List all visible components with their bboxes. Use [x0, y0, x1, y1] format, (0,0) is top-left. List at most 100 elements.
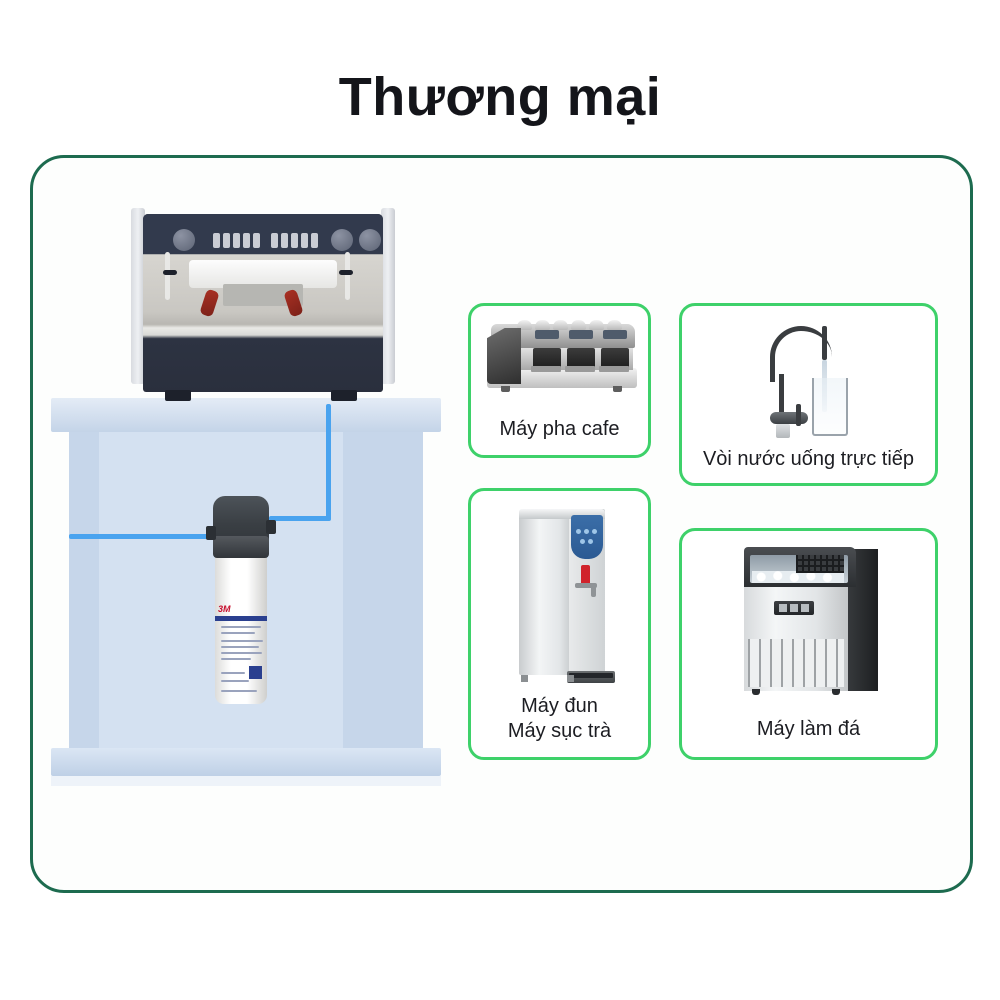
filter-label-text	[221, 658, 251, 660]
card-ice[interactable]: Máy làm đá	[679, 528, 938, 760]
card-cafe[interactable]: Máy pha cafe	[468, 303, 651, 458]
3m-water-filter-cartridge: 3M	[201, 496, 279, 708]
card-cafe-label: Máy pha cafe	[499, 418, 620, 440]
espresso-center-plate	[223, 284, 303, 306]
installation-illustration: 3M	[41, 198, 461, 858]
card-boiler-label-line2: Máy sục trà	[507, 720, 612, 742]
card-boiler-label: Máy đun Máy sục trà	[471, 694, 648, 744]
cafe-display	[535, 330, 559, 339]
espresso-button	[243, 233, 250, 248]
boiler-body	[519, 515, 577, 675]
card-faucet[interactable]: Vòi nước uống trực tiếp	[679, 303, 938, 486]
ice-control-segment	[801, 604, 809, 612]
boiler-tap-spout	[591, 585, 596, 597]
espresso-side-panel-right	[381, 208, 395, 384]
filter-label-text	[221, 646, 259, 648]
cafe-drip-tray	[531, 366, 561, 372]
espresso-foot-right	[331, 390, 357, 401]
filter-label-text	[221, 672, 245, 674]
ice-machine-control-panel	[774, 601, 814, 615]
card-boiler[interactable]: Máy đun Máy sục trà	[468, 488, 651, 760]
cafe-cup	[607, 320, 622, 330]
espresso-button-group-left	[211, 214, 263, 254]
espresso-hotwater-knob	[359, 229, 381, 251]
card-faucet-label: Vòi nước uống trực tiếp	[702, 448, 915, 470]
filter-inlet-port	[206, 526, 216, 540]
ice-machine-foot	[752, 689, 760, 695]
espresso-button	[281, 233, 288, 248]
espresso-button-group-right	[263, 214, 318, 254]
ice-machine-foot	[832, 689, 840, 695]
espresso-button	[291, 233, 298, 248]
boiler-red-marker	[581, 565, 590, 587]
boiler-top-cap	[519, 509, 605, 519]
ice-control-segment	[779, 604, 787, 612]
boiler-foot	[521, 675, 528, 682]
espresso-steam-knob-right	[331, 229, 353, 251]
page-title: Thương mại	[338, 67, 662, 127]
drinking-water-faucet-icon	[682, 306, 935, 446]
cafe-cup	[571, 320, 586, 330]
cafe-cup	[535, 320, 550, 330]
floor-line	[51, 776, 441, 786]
boiler-foot	[567, 675, 574, 682]
filter-outlet-port	[266, 520, 276, 534]
commercial-diagram-panel: 3M	[30, 155, 973, 893]
filter-label-badge	[249, 666, 262, 679]
counter-top-slab	[51, 398, 441, 432]
water-tube-vertical	[326, 404, 331, 520]
faucet-mount-base	[776, 424, 790, 438]
faucet-valve-body	[770, 412, 808, 424]
espresso-button	[213, 233, 220, 248]
espresso-machine	[129, 208, 397, 408]
cafe-group-head	[533, 348, 561, 368]
cafe-cup	[553, 320, 568, 330]
filter-label-band	[215, 616, 267, 621]
boiler-indicator	[584, 529, 589, 534]
drinking-glass	[812, 378, 848, 436]
water-boiler-icon	[471, 491, 648, 703]
espresso-button	[311, 233, 318, 248]
ice-cubes	[752, 571, 844, 583]
card-ice-label: Máy làm đá	[756, 718, 861, 740]
ice-machine-icon	[682, 531, 935, 703]
cafe-drip-tray	[565, 366, 595, 372]
cafe-display	[569, 330, 593, 339]
faucet-gooseneck	[770, 326, 832, 382]
boiler-indicator	[592, 529, 597, 534]
3m-logo: 3M	[218, 604, 231, 614]
cafe-drip-tray	[599, 366, 629, 372]
espresso-machine-icon	[471, 306, 648, 410]
water-tube-outlet	[269, 516, 331, 521]
boiler-tap	[575, 583, 597, 588]
filter-label-text	[221, 680, 249, 682]
cafe-cup	[517, 320, 532, 330]
boiler-indicator	[588, 539, 593, 544]
espresso-button	[223, 233, 230, 248]
filter-label-text	[221, 652, 262, 654]
water-tube-inlet	[69, 534, 209, 539]
espresso-button	[271, 233, 278, 248]
espresso-button	[233, 233, 240, 248]
filter-label-text	[221, 690, 257, 692]
steam-wand-left	[165, 252, 170, 300]
ice-control-segment	[790, 604, 798, 612]
faucet-spout	[822, 326, 827, 360]
espresso-foot-left	[165, 390, 191, 401]
steam-wand-right	[345, 252, 350, 300]
faucet-stem	[779, 374, 784, 428]
cafe-base	[487, 368, 637, 388]
steam-wand-tip-right	[339, 270, 353, 275]
espresso-side-panel-left	[131, 208, 145, 384]
espresso-steam-knob-left	[173, 229, 195, 251]
ice-evaporator-grid	[796, 555, 844, 573]
espresso-button	[301, 233, 308, 248]
card-boiler-label-line1: Máy đun	[521, 695, 598, 717]
cafe-display	[603, 330, 627, 339]
boiler-indicator	[576, 529, 581, 534]
steam-wand-tip-left	[163, 270, 177, 275]
ice-machine-vent-grille	[748, 639, 844, 687]
counter-base-slab	[51, 748, 441, 776]
cafe-foot	[501, 386, 510, 392]
faucet-handle	[796, 404, 801, 426]
